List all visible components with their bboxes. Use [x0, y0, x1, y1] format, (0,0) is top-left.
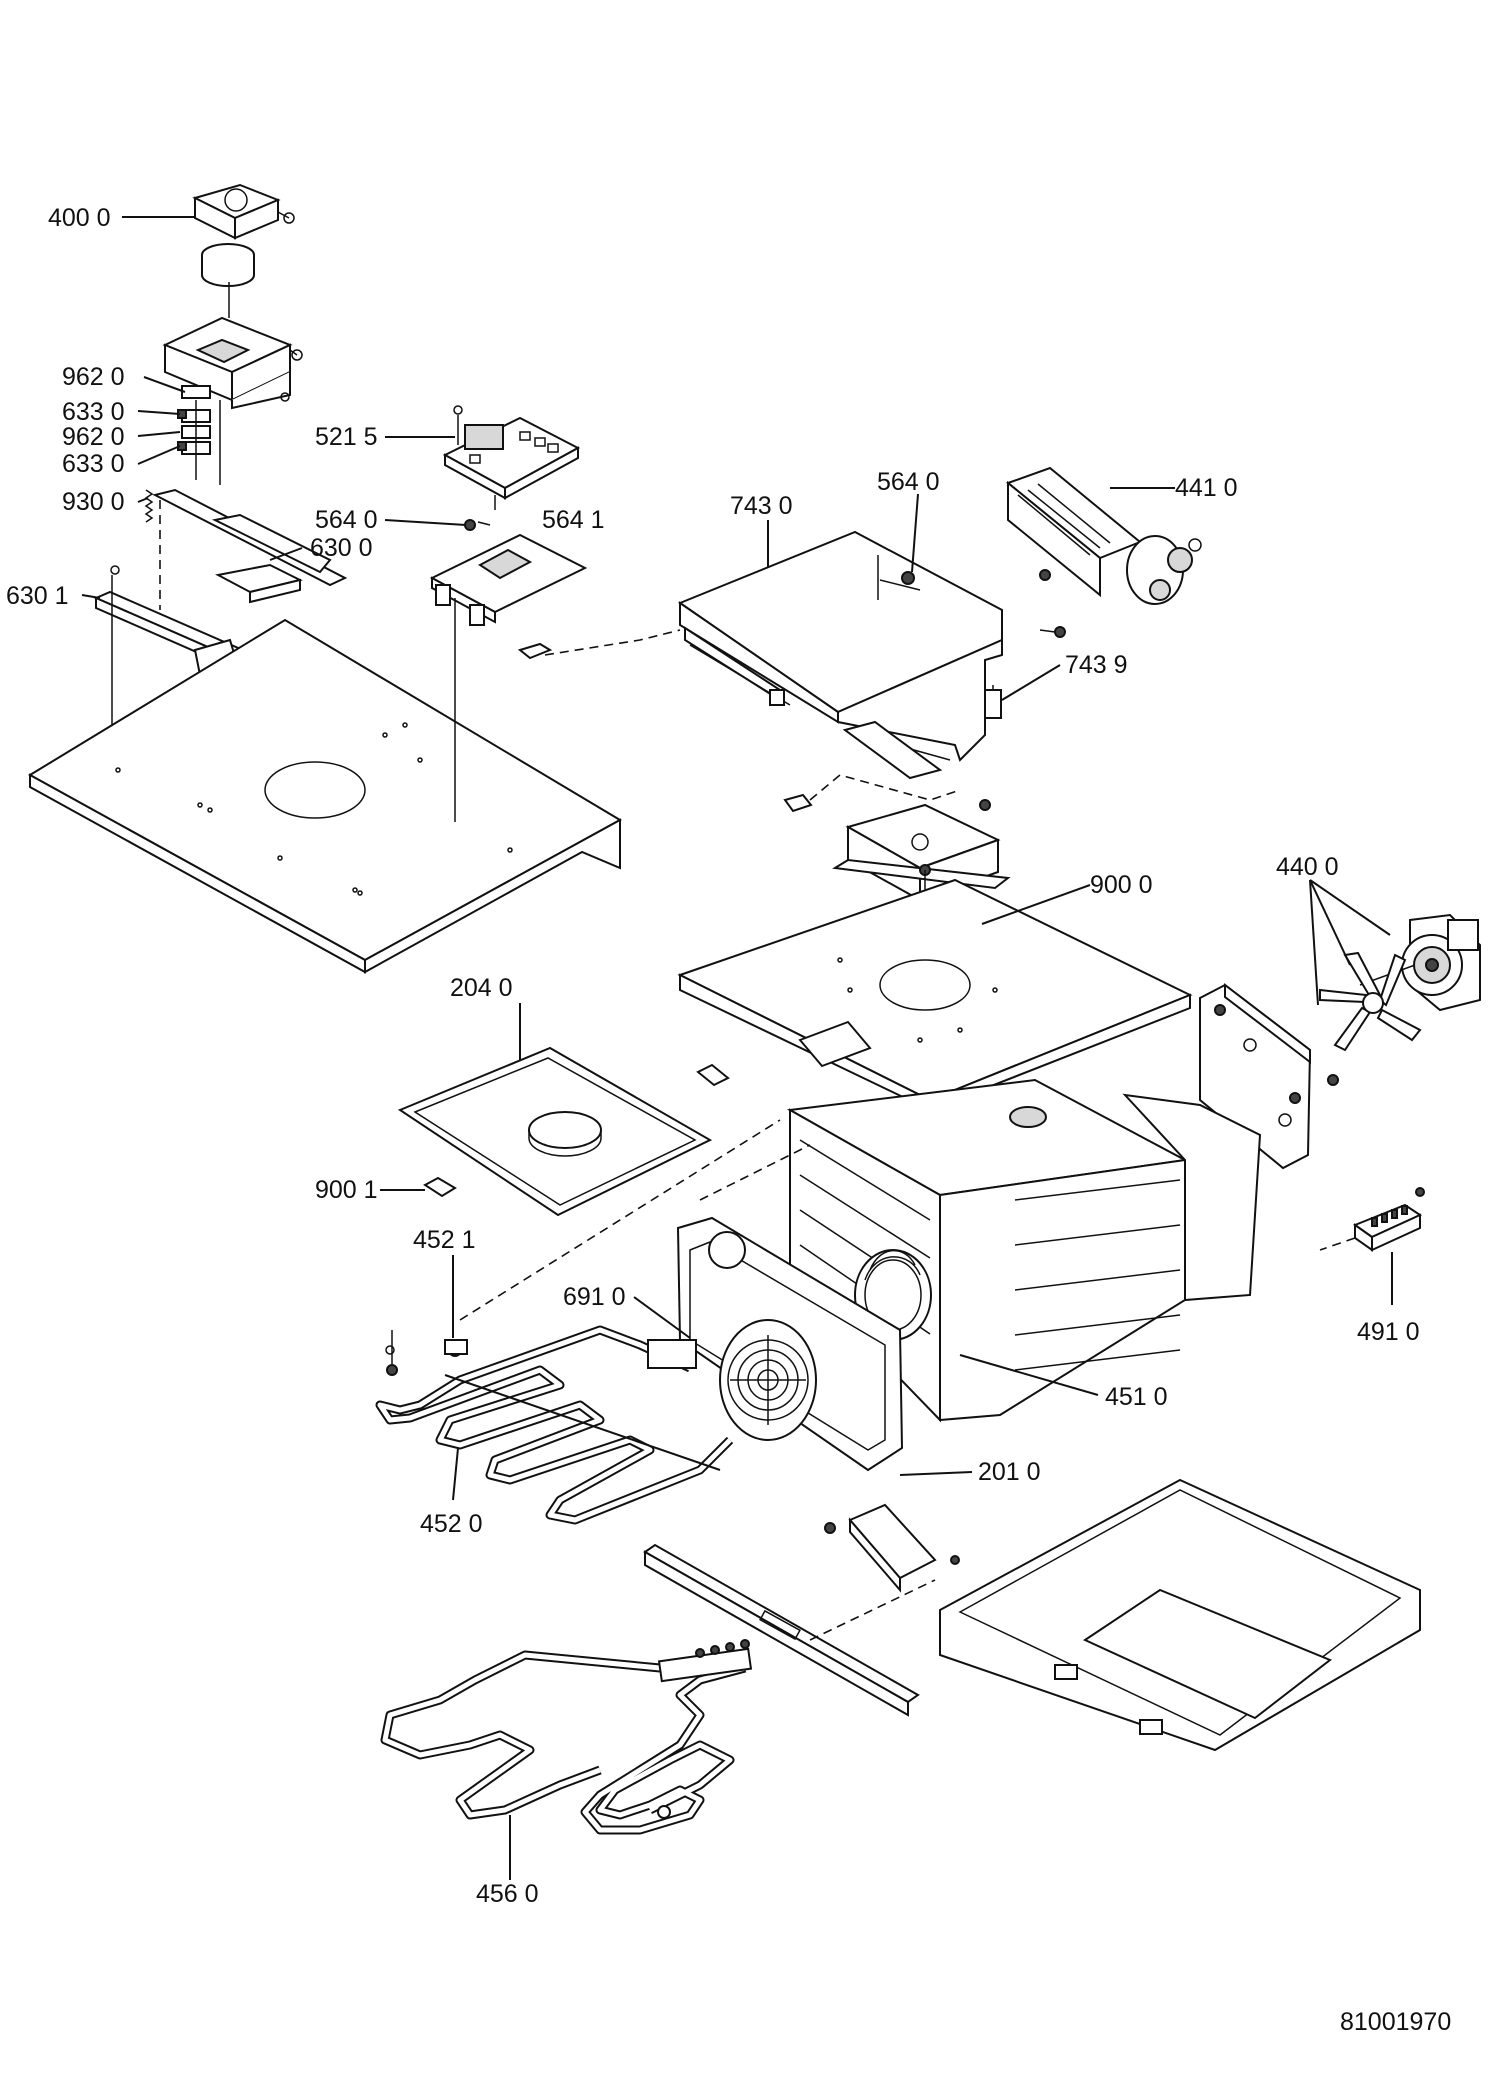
label-204-0: 204 0 [450, 974, 513, 1002]
top-plate [28, 618, 623, 974]
bracket-box [162, 316, 303, 410]
spring-930-0 [144, 489, 154, 523]
tray-204-0 [397, 1046, 811, 1217]
pcb-521-5 [442, 405, 581, 510]
label-630-1: 630 1 [6, 582, 69, 610]
heating-element-452-0 [375, 1119, 781, 1525]
label-440-0: 440 0 [1276, 853, 1339, 881]
label-633-0-b: 633 0 [62, 450, 125, 478]
label-691-0: 691 0 [563, 1283, 626, 1311]
heating-element-451-0 [864, 1249, 921, 1281]
label-451-0: 451 0 [1105, 1383, 1168, 1411]
front-rail [643, 1543, 936, 1717]
bracket-630-0 [144, 488, 348, 610]
label-630-0: 630 0 [310, 534, 373, 562]
oven-cavity [786, 1078, 1262, 1423]
label-564-0-b: 564 0 [877, 468, 940, 496]
bracket-lower [824, 1503, 960, 1593]
label-456-0: 456 0 [476, 1880, 539, 1908]
grill-element-456-0 [380, 1639, 753, 1835]
latch-parts [517, 629, 961, 813]
label-491-0: 491 0 [1357, 1318, 1420, 1346]
motor-400-0 [192, 183, 295, 318]
label-452-1: 452 1 [413, 1226, 476, 1254]
fitting-743-9 [984, 685, 1002, 719]
label-452-0: 452 0 [420, 1510, 483, 1538]
label-521-5: 521 5 [315, 423, 378, 451]
small-clip [696, 1063, 730, 1087]
part-labels: 400 0 962 0 633 0 962 0 633 0 930 0 630 … [6, 204, 1420, 1908]
duct-743-0 [677, 530, 1066, 780]
label-743-0: 743 0 [730, 492, 793, 520]
label-962-0-b: 962 0 [62, 423, 125, 451]
leader-lines [81, 216, 1393, 1880]
tangential-fan-441-0 [1005, 466, 1202, 605]
clip-900-1 [423, 1176, 457, 1198]
ceiling-plate [677, 878, 1193, 1112]
label-900-1: 900 1 [315, 1176, 378, 1204]
fan-blade [1319, 951, 1422, 1052]
label-743-9: 743 9 [1065, 651, 1128, 679]
label-400-0: 400 0 [48, 204, 111, 232]
label-201-0: 201 0 [978, 1458, 1041, 1486]
terminal-block-491-0 [1319, 1187, 1425, 1252]
cover-564-1 [429, 519, 588, 822]
document-number: 81001970 [1340, 2008, 1451, 2036]
label-962-0-a: 962 0 [62, 363, 125, 391]
switches-962-633 [177, 385, 221, 485]
label-564-1: 564 1 [542, 506, 605, 534]
label-930-0: 930 0 [62, 488, 125, 516]
label-633-0-a: 633 0 [62, 398, 125, 426]
label-564-0-a: 564 0 [315, 506, 378, 534]
bottom-panel [939, 1478, 1421, 1752]
label-441-0: 441 0 [1175, 474, 1238, 502]
label-900-0: 900 0 [1090, 871, 1153, 899]
